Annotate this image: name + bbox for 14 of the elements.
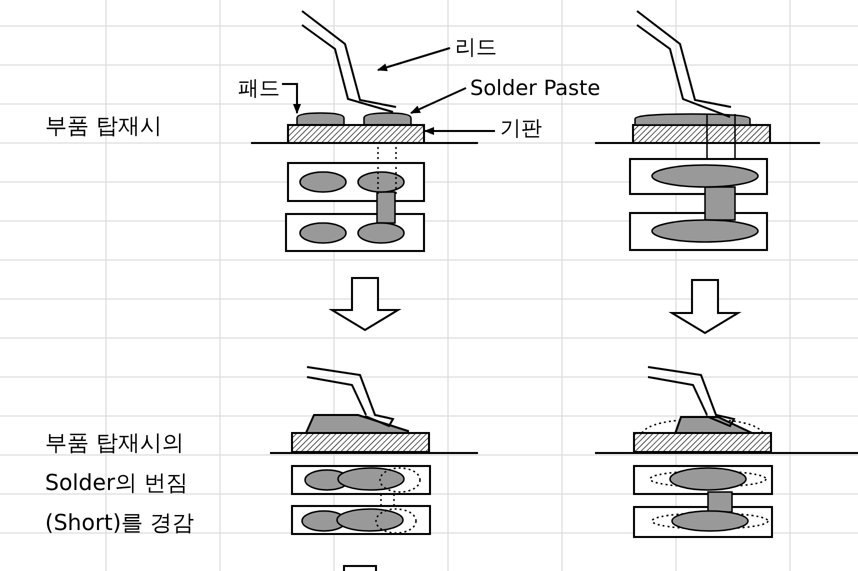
note-text: 부품 탑재시의 Solder의 번짐 (Short)를 경감 [45, 430, 196, 538]
part-label: 리드 [455, 34, 497, 60]
part-label: 패드 [238, 75, 280, 101]
leader-arrow [410, 87, 466, 114]
part-label: Solder Paste [470, 75, 600, 101]
note-text: 부품 탑재시 [45, 114, 162, 140]
lead-drawing [301, 10, 396, 113]
solder-paste-blob [363, 112, 412, 126]
leader-arrow [424, 127, 495, 135]
pad [296, 112, 345, 126]
leader-arrow [377, 47, 450, 72]
part-label: 기판 [500, 115, 542, 141]
leader-arrow [282, 83, 301, 114]
substrate-board [287, 124, 425, 144]
